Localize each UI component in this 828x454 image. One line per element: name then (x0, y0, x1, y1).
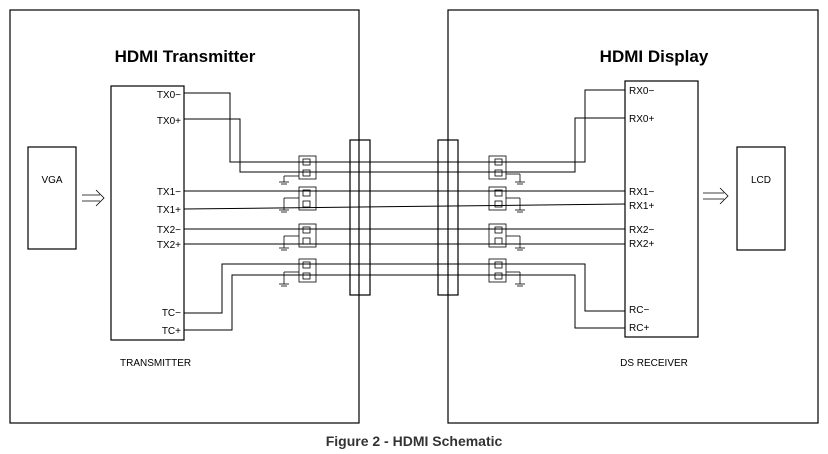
rx-pin-label: RC− (629, 305, 649, 316)
vga-label: VGA (41, 175, 62, 186)
rx-pin-label: RC+ (629, 323, 649, 334)
rx-protection-pair-2 (488, 223, 525, 251)
vga-block (27, 146, 77, 250)
transmitter-enclosure (9, 9, 360, 424)
tx-pin-label: TX2+ (157, 240, 181, 251)
tx-pin-label: TX1− (157, 187, 181, 198)
rx-protection-pair-clock (488, 258, 525, 287)
rx-pin-label: RX0+ (629, 114, 654, 125)
rx-pin-label: RX2+ (629, 239, 654, 250)
tx-protection-pair-0 (279, 155, 317, 185)
tx-protection-pair-1 (279, 186, 317, 213)
tx-pin-label: TC− (162, 308, 181, 319)
cable-connector-right (437, 139, 459, 296)
rx-pin-label: RX1− (629, 187, 654, 198)
receiver-footer: DS RECEIVER (620, 358, 688, 369)
signal-wires (183, 89, 626, 331)
tx-pin-label: TX0+ (157, 116, 181, 127)
display-title: HDMI Display (600, 47, 709, 66)
figure-caption: Figure 2 - HDMI Schematic (326, 433, 503, 449)
display-enclosure (447, 9, 819, 424)
receiver-chip (624, 80, 699, 338)
transmitter-footer: TRANSMITTER (120, 358, 191, 369)
cable-connector-left (349, 139, 371, 296)
rx-protection-devices (488, 155, 525, 287)
rx-pin-label: RX0− (629, 86, 654, 97)
tx-pin-label: TX1+ (157, 205, 181, 216)
rx-pin-label: RX1+ (629, 201, 654, 212)
rx-protection-pair-1 (488, 186, 525, 213)
tx-protection-devices (279, 155, 317, 287)
transmitter-chip (110, 85, 185, 341)
tx-pin-label: TC+ (162, 326, 181, 337)
lcd-block (736, 146, 786, 251)
lcd-label: LCD (751, 175, 771, 186)
receiver-to-lcd-arrow (703, 187, 729, 205)
rx-pin-label: RX2− (629, 225, 654, 236)
tx-pin-label: TX0− (157, 90, 181, 101)
rx-protection-pair-0 (488, 155, 525, 185)
tx-protection-pair-clock (279, 258, 317, 287)
transmitter-title: HDMI Transmitter (115, 47, 256, 66)
tx-pin-label: TX2− (157, 225, 181, 236)
tx-protection-pair-2 (279, 223, 317, 251)
vga-to-transmitter-arrow (82, 189, 105, 207)
